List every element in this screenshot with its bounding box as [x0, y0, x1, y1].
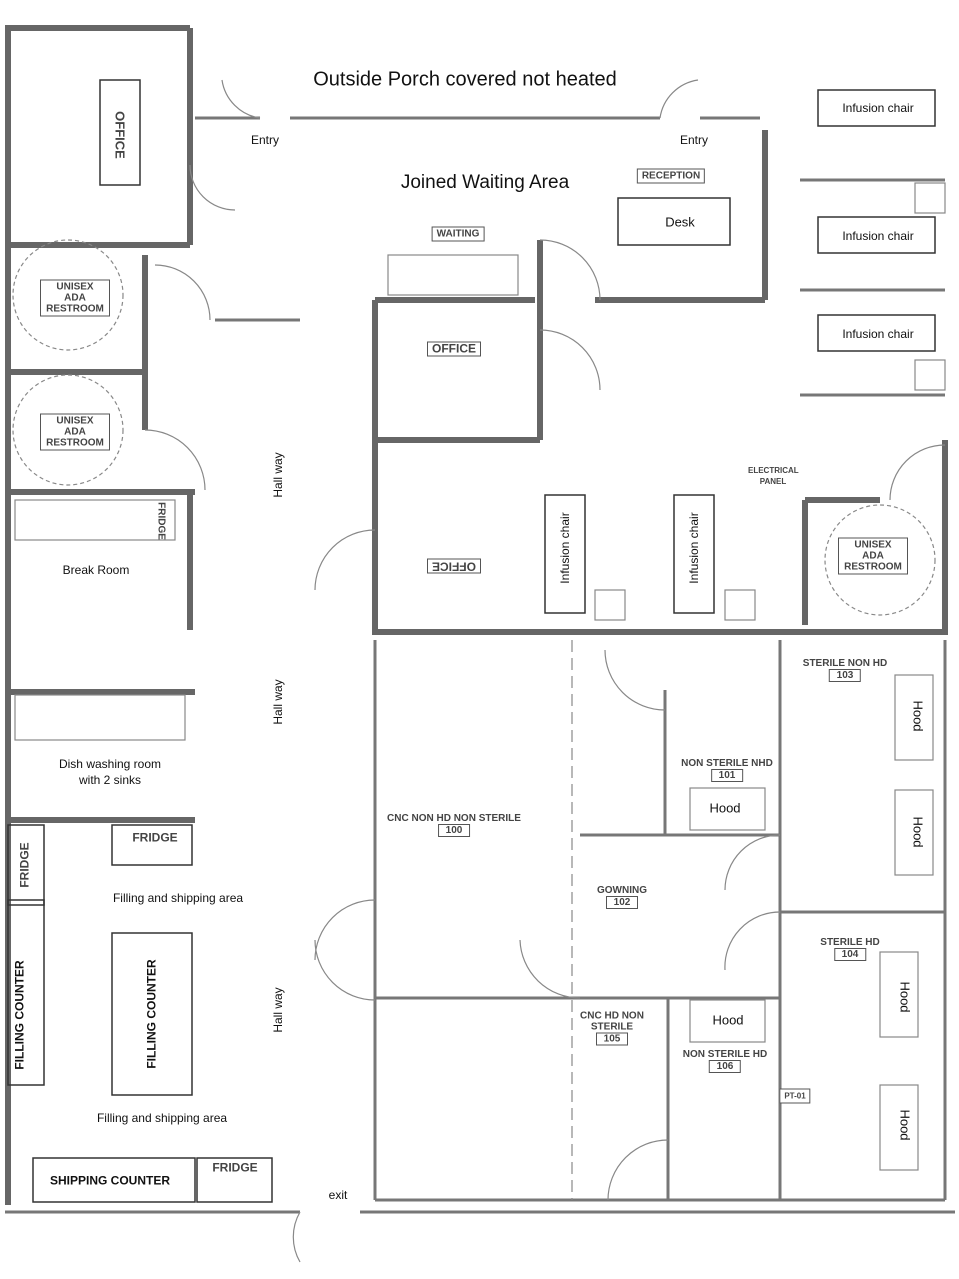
room-name: GOWNING — [597, 885, 647, 896]
infusion-chair-1: Infusion chair — [842, 101, 914, 115]
hallway-label-2: Hall way — [271, 679, 285, 725]
dish-room-line1: Dish washing room — [58, 757, 162, 771]
shipping-counter-label: SHIPPING COUNTER — [49, 1173, 171, 1188]
hood-103b: Hood — [910, 816, 926, 848]
electrical-panel-label: ELECTRICAL PANEL — [748, 466, 799, 486]
office-label-2: OFFICE — [427, 341, 481, 357]
room-number: 101 — [710, 769, 743, 782]
fridge-label-4: FRIDGE — [212, 1160, 258, 1175]
room-name: STERILE NON HD — [802, 658, 888, 669]
infusion-chair-5: Infusion chair — [687, 512, 701, 584]
infusion-chair-3: Infusion chair — [842, 327, 914, 341]
room-number: 102 — [606, 896, 638, 909]
infusion-chair-4: Infusion chair — [558, 512, 572, 584]
break-room-label: Break Room — [62, 563, 130, 577]
desk-label: Desk — [665, 214, 695, 230]
restroom-label-3: UNISEX ADA RESTROOM — [838, 537, 908, 575]
hallway-label-1: Hall way — [271, 452, 285, 498]
room-number: 106 — [708, 1060, 741, 1073]
room-name: NON STERILE HD — [682, 1049, 768, 1060]
waiting-tag: WAITING — [431, 226, 485, 242]
hood-104a: Hood — [897, 981, 913, 1013]
hood-101: Hood — [709, 800, 741, 816]
entry-label-left[interactable]: Entry — [250, 133, 280, 147]
room-number: 104 — [833, 948, 866, 961]
room-name: STERILE HD — [820, 937, 880, 948]
dish-room-line2: with 2 sinks — [78, 773, 142, 787]
hood-104b: Hood — [897, 1109, 913, 1141]
hood-106: Hood — [712, 1012, 744, 1028]
filling-counter-2: FILLING COUNTER — [144, 959, 159, 1069]
reception-tag: RECEPTION — [636, 168, 706, 184]
room-number: 100 — [438, 824, 470, 837]
hallway-label-3: Hall way — [271, 987, 285, 1033]
room-number: 103 — [828, 669, 861, 682]
fridge-label-2: FRIDGE — [132, 830, 178, 845]
room-number: 105 — [596, 1032, 628, 1046]
exit-label[interactable]: exit — [328, 1188, 348, 1202]
filling-area-label-2: Filling and shipping area — [96, 1111, 228, 1125]
fridge-label-3: FRIDGE — [17, 842, 32, 888]
entry-label-right[interactable]: Entry — [679, 133, 709, 147]
infusion-chair-2: Infusion chair — [842, 229, 914, 243]
filling-counter-1: FILLING COUNTER — [12, 960, 27, 1070]
restroom-label-1: UNISEX ADA RESTROOM — [40, 279, 110, 317]
porch-label: Outside Porch covered not heated — [313, 68, 617, 91]
filling-area-label-1: Filling and shipping area — [112, 891, 244, 905]
office-label-3: OFFICE — [427, 558, 481, 574]
room-name: CNC NON HD NON STERILE — [387, 813, 521, 824]
room-name: CNC HD NON STERILE — [580, 1010, 644, 1033]
hood-103a: Hood — [910, 700, 926, 732]
fridge-label-1: FRIDGE — [155, 502, 167, 540]
room-name: NON STERILE NHD — [681, 758, 773, 769]
office-label-1: OFFICE — [112, 111, 128, 159]
waiting-area-label: Joined Waiting Area — [400, 172, 570, 193]
restroom-label-2: UNISEX ADA RESTROOM — [40, 413, 110, 451]
pt-01-tag: PT-01 — [779, 1088, 811, 1104]
